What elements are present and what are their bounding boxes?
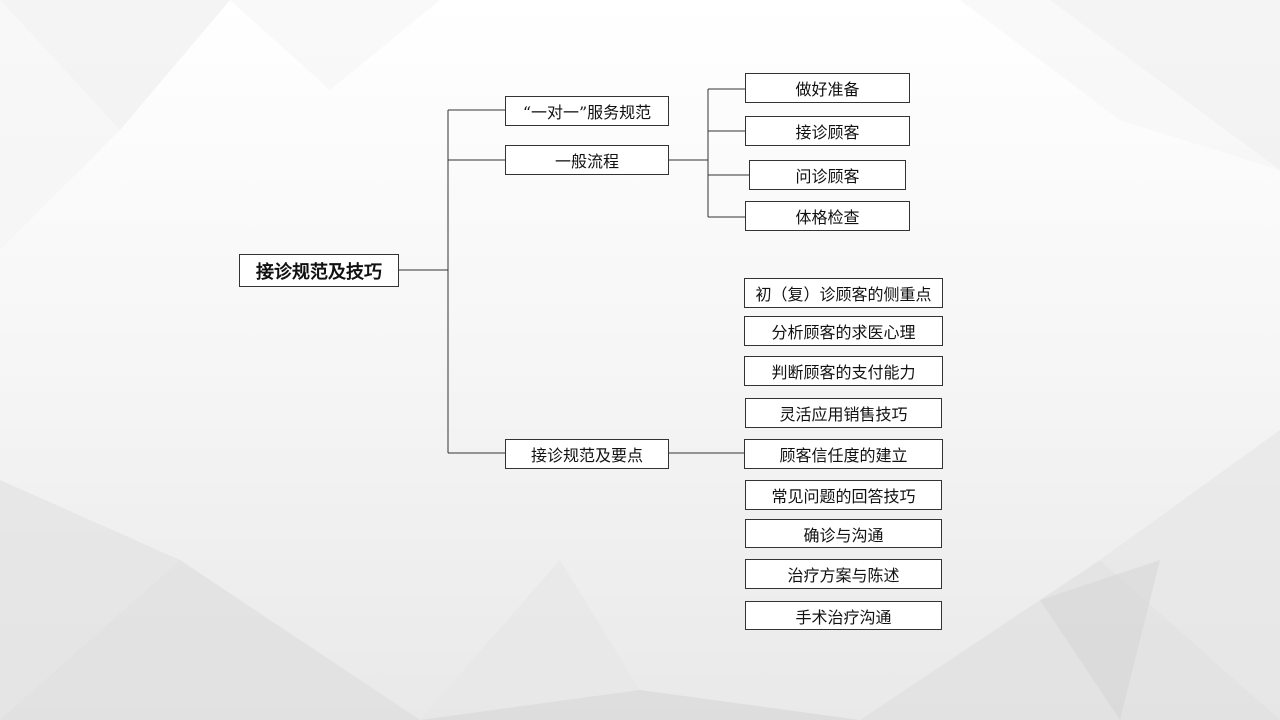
branch-general-process: 一般流程: [505, 145, 669, 175]
point-diagnosis-communication: 确诊与沟通: [745, 519, 942, 548]
point-treatment-plan: 治疗方案与陈述: [745, 559, 942, 589]
branch-one-on-one-service: “一对一”服务规范: [505, 96, 669, 126]
step-receive-customer: 接诊顾客: [745, 116, 910, 146]
point-analyze-psychology: 分析顾客的求医心理: [744, 316, 943, 346]
step-consult-customer: 问诊顾客: [749, 160, 906, 190]
point-first-return-visit-focus: 初（复）诊顾客的侧重点: [744, 278, 943, 308]
point-answer-faq: 常见问题的回答技巧: [745, 480, 942, 510]
point-build-trust: 顾客信任度的建立: [744, 439, 943, 469]
step-prepare: 做好准备: [745, 73, 910, 103]
step-physical-exam: 体格检查: [745, 201, 910, 231]
point-sales-skills: 灵活应用销售技巧: [745, 398, 942, 428]
point-judge-payment-ability: 判断顾客的支付能力: [744, 356, 943, 386]
branch-reception-key-points: 接诊规范及要点: [505, 439, 669, 469]
root-node: 接诊规范及技巧: [239, 254, 399, 287]
point-surgery-communication: 手术治疗沟通: [745, 601, 942, 630]
